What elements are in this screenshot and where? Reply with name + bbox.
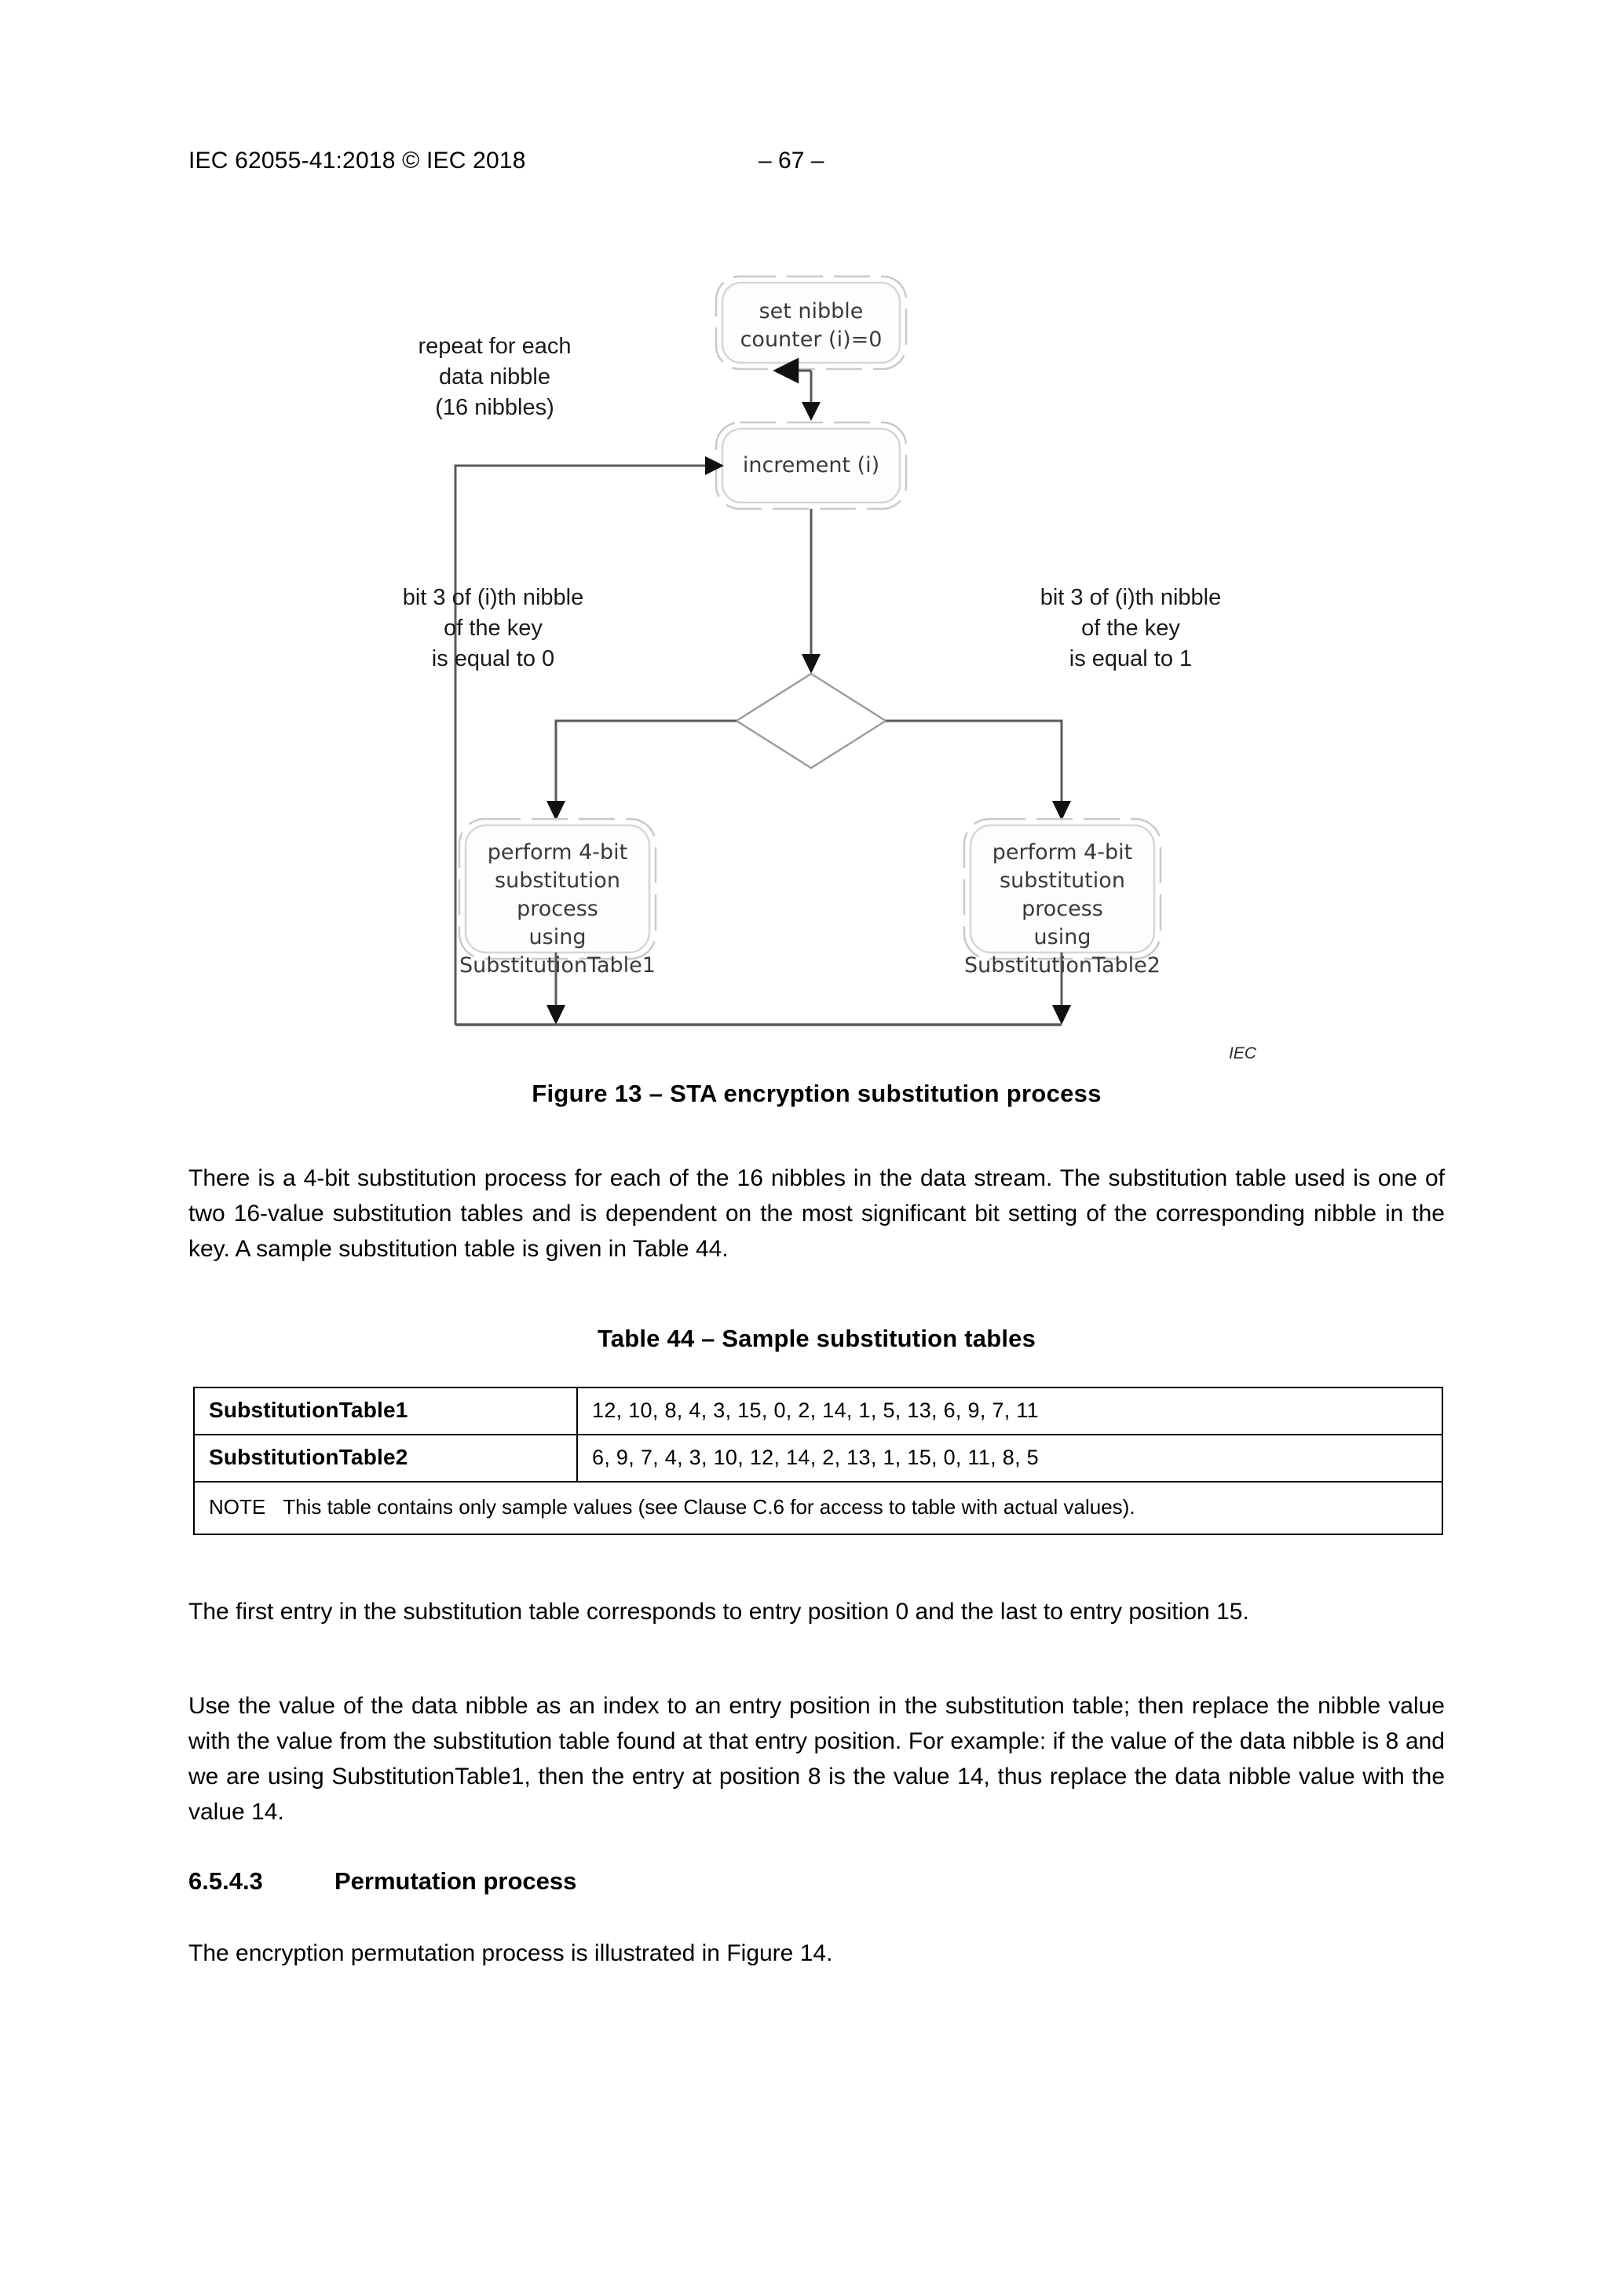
figure-13-flowchart: set nibble counter (i)=0 increment (i) p…	[188, 259, 1445, 1068]
section-number: 6.5.4.3	[188, 1867, 263, 1895]
page-header: IEC 62055-41:2018 © IEC 2018 – 67 –	[188, 148, 1445, 179]
table-note-text: This table contains only sample values (…	[283, 1495, 1135, 1519]
node-increment	[715, 421, 908, 510]
paragraph-entry-positions: The first entry in the substitution tabl…	[188, 1599, 1249, 1625]
node-process-left	[458, 817, 657, 960]
page-number: – 67 –	[758, 148, 824, 174]
document-reference: IEC 62055-41:2018 © IEC 2018	[188, 148, 526, 174]
table-cell-key: SubstitutionTable2	[193, 1434, 578, 1483]
decision-diamond	[734, 672, 888, 770]
iec-source-mark: IEC	[1229, 1044, 1257, 1062]
table-44-sample-substitution-tables: SubstitutionTable1 12, 10, 8, 4, 3, 15, …	[193, 1387, 1443, 1535]
loop-annotation-label: repeat for each data nibble (16 nibbles)	[418, 334, 572, 420]
table-note-cell: NOTE This table contains only sample valu…	[193, 1481, 1443, 1535]
paragraph-substitution-intro: There is a 4-bit substitution process fo…	[188, 1165, 1445, 1262]
node-set-nibble-counter	[715, 275, 908, 371]
table-cell-values: 6, 9, 7, 4, 3, 10, 12, 14, 2, 13, 1, 15,…	[576, 1434, 1443, 1483]
paragraph-permutation-intro: The encryption permutation process is il…	[188, 1940, 833, 1966]
flowchart-graphics	[454, 275, 1162, 1026]
section-heading-6-5-4-3: 6.5.4.3 Permutation process	[188, 1867, 1445, 1896]
table-note-label: NOTE	[209, 1495, 266, 1519]
table-44-caption: Table 44 – Sample substitution tables	[597, 1325, 1036, 1352]
section-title: Permutation process	[334, 1867, 577, 1895]
node-process-right	[963, 817, 1162, 960]
table-cell-key: SubstitutionTable1	[193, 1387, 578, 1435]
figure-13-caption: Figure 13 – STA encryption substitution …	[532, 1080, 1102, 1107]
table-note-row: NOTE This table contains only sample valu…	[193, 1481, 1443, 1535]
paragraph-substitution-usage: Use the value of the data nibble as an i…	[188, 1693, 1445, 1825]
branch-right-label: bit 3 of (i)th nibble of the key is equa…	[1040, 585, 1222, 671]
table-row: SubstitutionTable2 6, 9, 7, 4, 3, 10, 12…	[193, 1434, 1443, 1483]
branch-left-label: bit 3 of (i)th nibble of the key is equa…	[402, 585, 584, 671]
table-cell-values: 12, 10, 8, 4, 3, 15, 0, 2, 14, 1, 5, 13,…	[576, 1387, 1443, 1435]
table-row: SubstitutionTable1 12, 10, 8, 4, 3, 15, …	[193, 1387, 1443, 1435]
